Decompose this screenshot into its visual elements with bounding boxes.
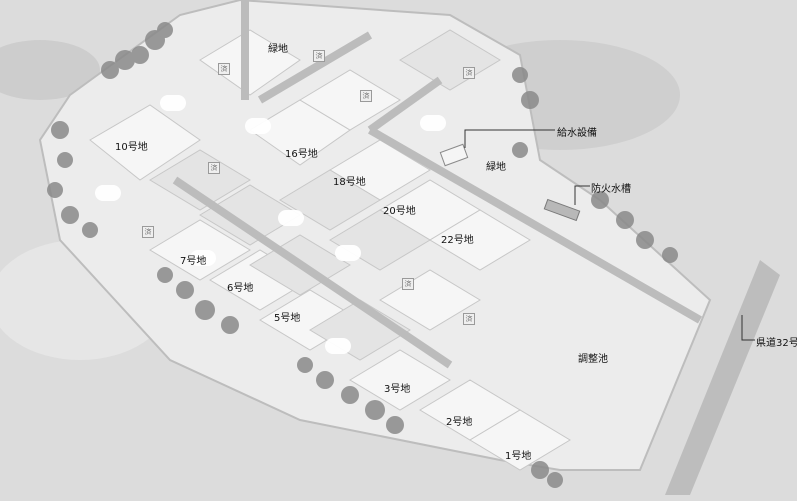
- cloud-mark: [245, 118, 271, 134]
- sold-mark: 済: [463, 67, 475, 79]
- water-supply-label: 給水設備: [557, 128, 597, 139]
- lot-label-10[interactable]: 10号地: [115, 142, 148, 153]
- cloud-mark: [278, 210, 304, 226]
- lot-label-18[interactable]: 18号地: [333, 177, 366, 188]
- green-area-label: 緑地: [268, 44, 288, 55]
- cloud-mark: [95, 185, 121, 201]
- cloud-mark: [325, 338, 351, 354]
- water-supply-facility: [439, 143, 469, 167]
- trees: [47, 22, 678, 488]
- sold-mark: 済: [142, 226, 154, 238]
- lot-label-5[interactable]: 5号地: [274, 313, 301, 324]
- lot-label-6[interactable]: 6号地: [227, 283, 254, 294]
- green-area-label: 緑地: [486, 162, 506, 173]
- retention-pond-label: 調整池: [578, 354, 608, 365]
- sold-mark: 済: [313, 50, 325, 62]
- sold-mark: 済: [218, 63, 230, 75]
- lot-label-2[interactable]: 2号地: [446, 417, 473, 428]
- sold-mark: 済: [360, 90, 372, 102]
- sold-mark: 済: [208, 162, 220, 174]
- lot-label-1[interactable]: 1号地: [505, 451, 532, 462]
- sold-mark: 済: [463, 313, 475, 325]
- cloud-mark: [190, 250, 216, 266]
- cloud-mark: [335, 245, 361, 261]
- cloud-mark: [160, 95, 186, 111]
- lot-label-20[interactable]: 20号地: [383, 206, 416, 217]
- lot-label-22[interactable]: 22号地: [441, 235, 474, 246]
- sold-mark: 済: [402, 278, 414, 290]
- prefectural-road-label: 県道32号: [756, 338, 797, 349]
- cloud-mark: [420, 115, 446, 131]
- lot-label-16[interactable]: 16号地: [285, 149, 318, 160]
- roads: [172, 0, 702, 369]
- prefectural-road: [665, 260, 780, 495]
- fire-tank-label: 防火水槽: [591, 184, 631, 195]
- fire-tank-facility: [543, 198, 581, 222]
- lot-label-3[interactable]: 3号地: [384, 384, 411, 395]
- lot-label-7[interactable]: 7号地: [180, 256, 207, 267]
